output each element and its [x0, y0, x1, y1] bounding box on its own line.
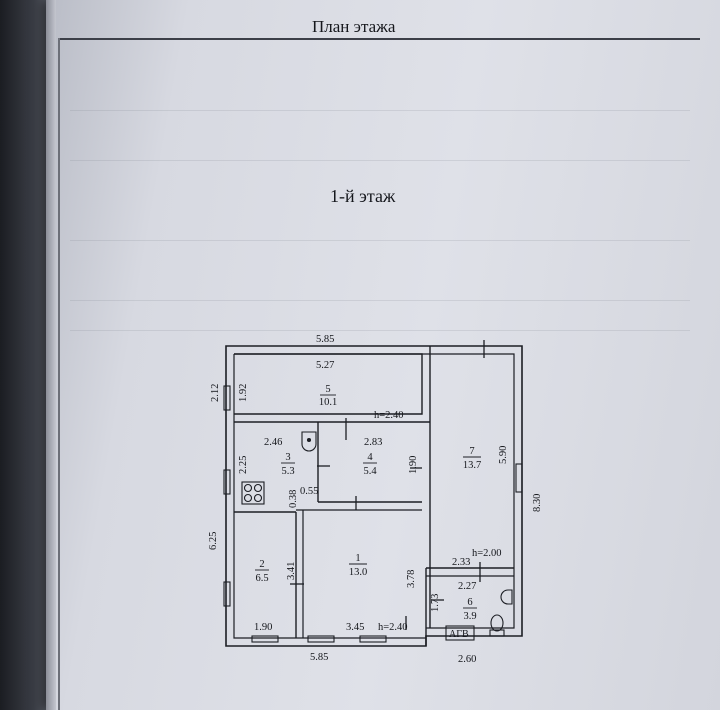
room5-walls: [234, 353, 423, 415]
desk-background: [0, 0, 48, 710]
floor-label: 1-й этаж: [330, 186, 396, 206]
dim-room7-height: 5.90: [498, 446, 509, 464]
document-page: [46, 0, 720, 710]
dim-right-outer: 8.30: [532, 494, 543, 512]
dim-room3-width: 2.46: [264, 437, 282, 448]
inner-wall-left: [233, 354, 426, 639]
ceiling-height-upper: h=2.40: [374, 410, 404, 421]
show-through-line: [70, 240, 690, 241]
agv-label: АГВ: [449, 629, 469, 640]
ceiling-height-room6: h=2.00: [472, 548, 502, 559]
stove-icon: [241, 481, 265, 505]
agv-box: [445, 625, 475, 641]
dim-room3-height: 2.25: [238, 456, 249, 474]
window: [307, 635, 335, 643]
window: [251, 635, 279, 643]
dim-room5-height-inner: 1.92: [238, 384, 249, 402]
dim-bottom-right: 2.60: [458, 654, 476, 665]
room7-area: 13.7: [463, 460, 481, 471]
show-through-line: [70, 330, 690, 331]
sink-icon: [301, 431, 317, 452]
outer-wall: [225, 345, 523, 647]
room5-area: 10.1: [319, 397, 337, 408]
dim-room2-height: 3.41: [286, 562, 297, 580]
room4-number: 4: [367, 452, 373, 463]
window: [223, 469, 231, 495]
room7-number: 7: [469, 446, 474, 457]
frame-left-line: [58, 38, 60, 710]
dim-room6-height: 1.73: [430, 594, 441, 612]
room6-number: 6: [467, 597, 472, 608]
room2-area: 6.5: [255, 573, 268, 584]
dim-room1-width: 3.45: [346, 622, 364, 633]
ceiling-height-lower: h=2.40: [378, 622, 408, 633]
window: [223, 385, 231, 411]
toilet-icon: [489, 614, 505, 637]
window: [515, 463, 523, 493]
show-through-line: [70, 160, 690, 161]
room6-area: 3.9: [463, 611, 476, 622]
dim-partition-a: 0.38: [288, 490, 299, 508]
dim-room1-height: 3.78: [406, 570, 417, 588]
dim-room5-width: 5.27: [316, 360, 334, 371]
room5-number: 5: [325, 384, 330, 395]
dim-room4-width: 2.83: [364, 437, 382, 448]
room4-area: 5.4: [363, 466, 377, 477]
dim-top-outer: 5.85: [316, 334, 334, 345]
dim-left-outer: 6.25: [208, 532, 219, 550]
washbasin-icon: [500, 589, 513, 605]
page-binding-edge: [46, 0, 56, 710]
dim-room5-height-outer: 2.12: [210, 384, 221, 402]
frame-top-line: [60, 38, 700, 40]
window: [359, 635, 387, 643]
page-title: План этажа: [312, 17, 396, 36]
dim-room4-height: 1.90: [408, 456, 419, 474]
show-through-line: [70, 110, 690, 111]
room3-number: 3: [285, 452, 290, 463]
window: [223, 581, 231, 607]
dim-bottom-outer: 5.85: [310, 652, 328, 663]
dim-room6-inner: 2.27: [458, 581, 476, 592]
show-through-line: [70, 300, 690, 301]
room1-number: 1: [355, 553, 360, 564]
dim-partition-b: 0.55: [300, 486, 318, 497]
room3-area: 5.3: [281, 466, 294, 477]
room1-area: 13.0: [349, 567, 367, 578]
room2-number: 2: [259, 559, 264, 570]
dim-room2-width: 1.90: [254, 622, 272, 633]
dim-room6-top: 2.33: [452, 557, 470, 568]
inner-wall-outline: [226, 0, 514, 628]
